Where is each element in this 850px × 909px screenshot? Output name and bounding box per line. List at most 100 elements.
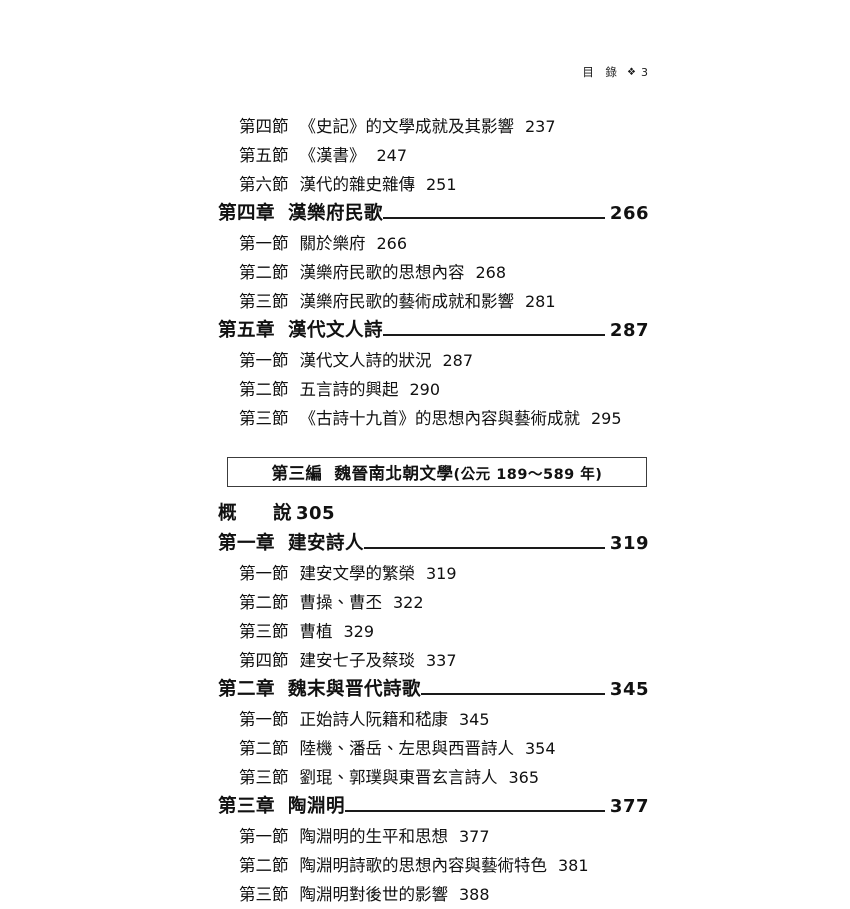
entry-title: 陶淵明詩歌的思想內容與藝術特色 (299, 856, 548, 875)
toc-entry-section[interactable]: 第四節建安七子及蔡琰 337 (239, 646, 649, 675)
entry-title: 《古詩十九首》的思想內容與藝術成就 (299, 409, 581, 428)
entry-title: 《史記》的文學成就及其影響 (299, 117, 515, 136)
toc-entry-section[interactable]: 第五節《漢書》247 (239, 141, 649, 170)
entry-title: 漢代的雜史雜傳 (299, 175, 416, 194)
entry-label: 第一節 (239, 827, 289, 846)
entry-title: 五言詩的興起 (299, 380, 399, 399)
toc-entry-section[interactable]: 第二節曹操、曹丕 322 (239, 588, 649, 617)
running-head: 目 錄 ❖ 3 (0, 64, 649, 80)
entry-page-number: 345 (459, 710, 490, 729)
entry-title: 陶淵明的生平和思想 (299, 827, 449, 846)
entry-label: 第一節 (239, 564, 289, 583)
running-head-page-number: 3 (641, 66, 649, 79)
entry-title: 陶淵明 (288, 796, 346, 817)
entry-page-number: 287 (609, 320, 649, 341)
toc-entry-section[interactable]: 第二節陶淵明詩歌的思想內容與藝術特色 381 (239, 851, 649, 880)
entry-title: 漢代文人詩的狀況 (299, 351, 432, 370)
entry-page-number: 377 (609, 796, 649, 817)
entry-title: 陸機、潘岳、左思與西晋詩人 (299, 739, 515, 758)
toc-entry-section[interactable]: 第四節《史記》的文學成就及其影響 237 (239, 112, 649, 141)
toc-entry-section[interactable]: 第一節關於樂府 266 (239, 229, 649, 258)
entry-page-number: 388 (459, 885, 490, 904)
entry-label: 第四節 (239, 651, 289, 670)
toc-entry-chapter[interactable]: 第二章魏末與晋代詩歌 345 (218, 675, 649, 705)
part-banner: 第三編魏晉南北朝文學(公元 189～589 年) (227, 457, 647, 487)
entry-title: 建安七子及蔡琰 (299, 651, 416, 670)
toc-entry-section[interactable]: 第一節陶淵明的生平和思想 377 (239, 822, 649, 851)
entry-page-number: 377 (459, 827, 490, 846)
toc-entry-section[interactable]: 第三節曹植 329 (239, 617, 649, 646)
entry-label: 第二節 (239, 856, 289, 875)
toc-entry-section[interactable]: 第一節建安文學的繁榮 319 (239, 559, 649, 588)
entry-title: 魏末與晋代詩歌 (288, 679, 422, 700)
diamond-ornament-icon: ❖ (627, 67, 637, 78)
entry-label: 第三節 (239, 292, 289, 311)
entry-page-number: 290 (409, 380, 441, 399)
entry-page-number: 237 (525, 117, 556, 136)
leader-rule (345, 810, 605, 812)
entry-label: 第四節 (239, 117, 289, 136)
part-spacer (218, 433, 649, 441)
entry-label: 第二章 (218, 679, 276, 700)
entry-label: 第三章 (218, 796, 276, 817)
leader-rule (364, 547, 605, 549)
entry-page-number: 329 (343, 622, 375, 641)
entry-page-number: 345 (609, 679, 649, 700)
entry-label: 第四章 (218, 203, 276, 224)
entry-title: 曹植 (299, 622, 333, 641)
entry-label: 第二節 (239, 263, 289, 282)
entry-label: 第三節 (239, 622, 289, 641)
entry-title: 陶淵明對後世的影響 (299, 885, 449, 904)
entry-label: 第一節 (239, 351, 289, 370)
entry-title: 漢樂府民歌 (288, 203, 384, 224)
toc-entry-section[interactable]: 第二節五言詩的興起 290 (239, 375, 649, 404)
entry-label: 第二節 (239, 593, 289, 612)
entry-page-number: 287 (442, 351, 474, 370)
entry-label: 第三節 (239, 768, 289, 787)
entry-title: 關於樂府 (299, 234, 366, 253)
toc-entry-chapter[interactable]: 第三章陶淵明 377 (218, 792, 649, 822)
entry-page-number: 268 (475, 263, 507, 282)
entry-title: 漢樂府民歌的藝術成就和影響 (299, 292, 515, 311)
entry-page-number: 337 (426, 651, 457, 670)
entry-page-number: 322 (393, 593, 424, 612)
entry-label: 第二節 (239, 380, 289, 399)
entry-title: 《漢書》 (299, 146, 366, 165)
toc-entry-section[interactable]: 第一節漢代文人詩的狀況 287 (239, 346, 649, 375)
entry-label: 第三節 (239, 409, 289, 428)
toc-entry-section[interactable]: 第三節漢樂府民歌的藝術成就和影響 281 (239, 287, 649, 316)
entry-label: 第三節 (239, 885, 289, 904)
entry-label: 概說 (218, 503, 292, 524)
running-head-label: 目 錄 (582, 65, 622, 79)
part-banner-text: 第三編魏晉南北朝文學(公元 189～589 年) (272, 460, 603, 484)
leader-rule (421, 693, 605, 695)
entry-label: 第一節 (239, 710, 289, 729)
entry-page-number: 281 (525, 292, 556, 311)
entry-page-number: 305 (296, 503, 336, 524)
entry-label: 第一節 (239, 234, 289, 253)
entry-page-number: 365 (508, 768, 540, 787)
part-years: (公元 189～589 年) (453, 467, 603, 483)
entry-page-number: 381 (558, 856, 589, 875)
leader-rule (383, 217, 605, 219)
entry-page-number: 319 (426, 564, 457, 583)
toc-entry-section[interactable]: 第三節陶淵明對後世的影響 388 (239, 880, 649, 909)
entry-title: 曹操、曹丕 (299, 593, 383, 612)
entry-label: 第五章 (218, 320, 276, 341)
entry-page-number: 266 (376, 234, 408, 253)
entry-label: 第六節 (239, 175, 289, 194)
entry-page-number: 354 (525, 739, 556, 758)
entry-title: 建安文學的繁榮 (299, 564, 416, 583)
part-label: 第三編 (271, 464, 323, 483)
